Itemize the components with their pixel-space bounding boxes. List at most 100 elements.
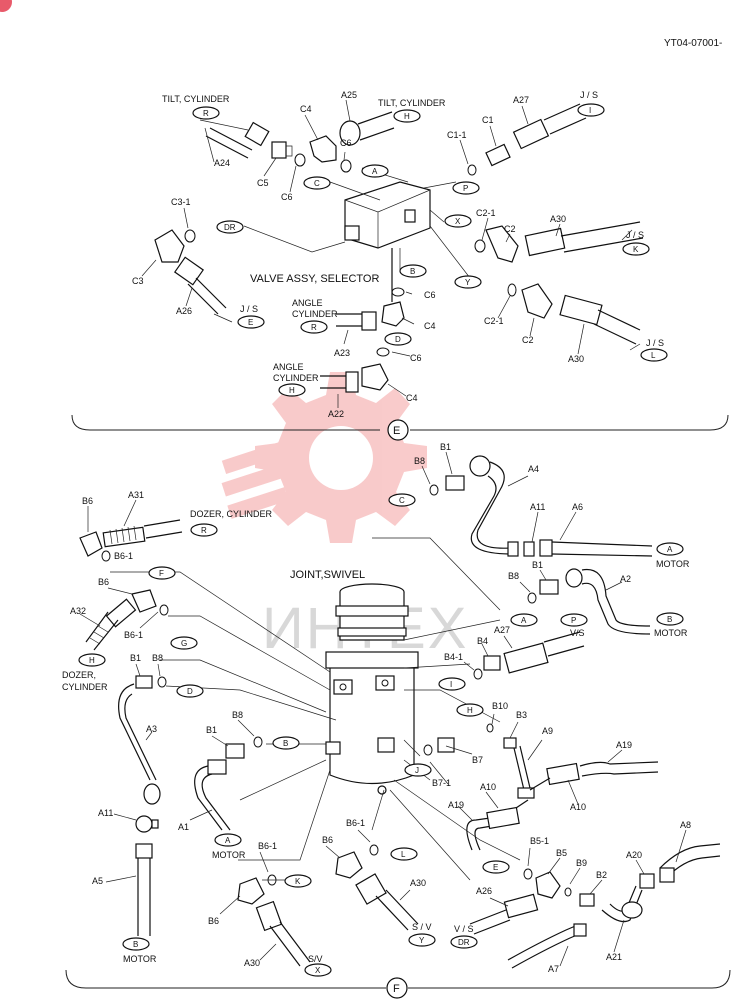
title-motor-b-low: MOTOR <box>123 954 157 964</box>
label-b6-top: B6 <box>82 496 93 506</box>
elbow-c4-mid <box>381 248 405 327</box>
section-e-ovals: R H I A C P DR X K B Y E R D H L <box>192 103 668 397</box>
label-c1-1: C1-1 <box>447 130 467 140</box>
svg-text:B: B <box>283 739 288 748</box>
svg-text:K: K <box>633 245 639 254</box>
title-valve-assy: VALVE ASSY, SELECTOR <box>250 273 379 285</box>
label-a19-l: A19 <box>448 800 464 810</box>
label-c2-1-top: C2-1 <box>476 208 496 218</box>
label-c5: C5 <box>257 178 269 188</box>
elbow-b6-d <box>335 851 363 879</box>
label-a7: A7 <box>548 964 559 974</box>
svg-text:A: A <box>521 616 527 625</box>
fitting-a11-top <box>507 539 553 557</box>
section-f-bracket-right <box>408 969 731 989</box>
elbow-c4-low <box>361 363 389 391</box>
fitting-a27-top <box>512 103 587 150</box>
label-b1-left: B1 <box>130 653 141 663</box>
fitting-b4 <box>483 655 501 671</box>
hose-a10-left <box>486 799 529 830</box>
title-motor-a-top: MOTOR <box>656 559 690 569</box>
label-b8-c: B8 <box>232 710 243 720</box>
label-b5-1: B5-1 <box>530 836 549 846</box>
fitting-a26-top <box>173 256 227 315</box>
label-b6-c: B6 <box>322 835 333 845</box>
label-a10-b: A10 <box>570 802 586 812</box>
hose-a21 <box>601 885 643 923</box>
label-c2-1-low: C2-1 <box>484 316 504 326</box>
hose-a26-low <box>469 893 539 935</box>
title-vs-dr: V / S <box>454 924 474 934</box>
label-a21: A21 <box>606 952 622 962</box>
label-b8-left: B8 <box>152 653 163 663</box>
fitting-c1 <box>485 143 511 167</box>
fitting-b1-mid <box>539 579 559 595</box>
section-e-leaders <box>141 99 641 408</box>
oring-b8-left <box>157 676 167 688</box>
label-b1-mid: B1 <box>532 560 543 570</box>
svg-text:H: H <box>404 112 410 121</box>
label-a26: A26 <box>176 306 192 316</box>
oring-c6-b <box>340 159 352 173</box>
label-a32: A32 <box>70 606 86 616</box>
label-a2: A2 <box>620 574 631 584</box>
hose-a7 <box>507 923 587 969</box>
svg-text:D: D <box>395 335 401 344</box>
hose-a30-top <box>524 221 644 257</box>
label-a25: A25 <box>341 90 357 100</box>
hose-a10-right <box>529 762 580 791</box>
oring-b10 <box>486 723 494 733</box>
section-f-ovals: C R A F B A P H G D I H B J A L K E B <box>78 493 684 977</box>
section-f-label: F <box>393 983 400 995</box>
svg-text:G: G <box>181 639 187 648</box>
title-dozer-cyl-h-2: CYLINDER <box>62 682 108 692</box>
hose-a19-right <box>579 761 659 777</box>
fitting-a27-low <box>503 631 585 674</box>
hose-a9 <box>513 745 535 799</box>
svg-text:Y: Y <box>419 936 425 945</box>
label-b4: B4 <box>477 636 488 646</box>
svg-text:K: K <box>295 877 301 886</box>
elbow-c2-low <box>521 283 553 319</box>
svg-text:C: C <box>314 179 320 188</box>
oring-c2-1-top <box>474 239 486 253</box>
svg-text:E: E <box>493 863 498 872</box>
svg-text:I: I <box>589 106 591 115</box>
elbow-c4-top <box>309 135 337 163</box>
title-joint-swivel: JOINT,SWIVEL <box>290 569 365 581</box>
oring-b8-mid <box>527 592 537 604</box>
title-tilt-cyl-r: TILT, CYLINDER <box>162 94 230 104</box>
hose-a8 <box>659 843 721 883</box>
label-b6-b: B6 <box>98 577 109 587</box>
title-js-i: J / S <box>580 90 598 100</box>
hose-a6 <box>551 541 653 557</box>
fitting-a20 <box>639 873 655 889</box>
title-js-k: J / S <box>626 230 644 240</box>
section-f-marker <box>386 977 408 999</box>
fitting-b1-top <box>445 475 465 491</box>
svg-text:J: J <box>415 766 419 775</box>
svg-text:R: R <box>203 109 209 118</box>
section-f-labels: JOINT,SWIVEL DOZER, CYLINDER DOZER, CYLI… <box>62 442 691 974</box>
label-a30-low: A30 <box>568 354 584 364</box>
label-b6-d: B6 <box>208 916 219 926</box>
label-a23: A23 <box>334 348 350 358</box>
label-a30-c: A30 <box>410 878 426 888</box>
svg-text:H: H <box>467 706 473 715</box>
oring-b5-1 <box>523 868 533 880</box>
joint-swivel <box>325 583 419 795</box>
section-f-bracket-left <box>65 969 386 989</box>
label-a30-d: A30 <box>244 958 260 968</box>
hose-a4 <box>469 455 513 555</box>
title-angle-cyl-r-1: ANGLE <box>292 298 323 308</box>
fitting-b7 <box>437 737 455 753</box>
title-sv-y: S / V <box>412 922 432 932</box>
label-a24: A24 <box>214 158 230 168</box>
title-dozer-cyl-r: DOZER, CYLINDER <box>190 509 273 519</box>
watermark-gear-icon <box>221 372 427 543</box>
svg-text:X: X <box>315 966 321 975</box>
label-b6-1-top: B6-1 <box>114 551 133 561</box>
label-b1-top: B1 <box>440 442 451 452</box>
label-b6-1-c: B6-1 <box>258 841 277 851</box>
svg-text:B: B <box>410 267 415 276</box>
